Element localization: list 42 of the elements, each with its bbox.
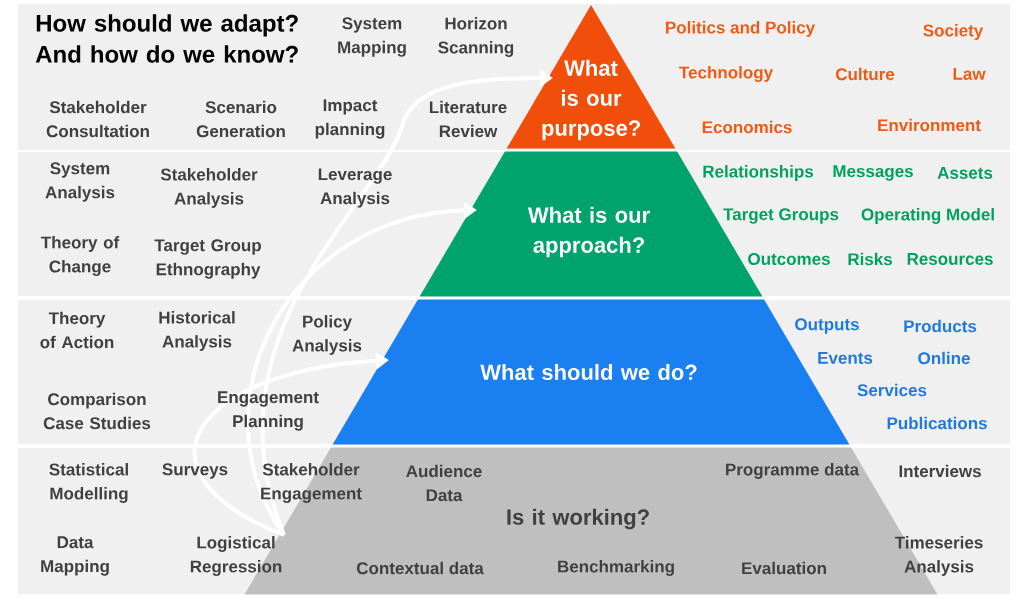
heading: How should we adapt? And how do we know? — [35, 14, 298, 63]
method-label: System Analysis — [45, 162, 115, 202]
topic-label: Economics — [702, 120, 792, 134]
topic-label: Law — [953, 68, 986, 80]
method-label: Theory of Action — [40, 311, 114, 349]
topic-label: Technology — [679, 66, 773, 82]
method-label: Target Group Ethnography — [154, 239, 261, 279]
method-label: Data Mapping — [41, 536, 109, 576]
method-label: Evaluation — [742, 561, 826, 575]
method-label: Logistical Regression — [190, 536, 282, 576]
topic-label: Operating Model — [861, 208, 994, 224]
topic-label: Products — [904, 319, 977, 333]
method-label: Stakeholder Consultation — [46, 100, 149, 138]
topic-label: Publications — [887, 416, 987, 430]
topic-label: Risks — [848, 252, 892, 266]
topic-label: Messages — [833, 165, 913, 181]
method-label: Interviews — [899, 464, 981, 478]
topic-label: Online — [918, 351, 970, 365]
topic-label: Culture — [835, 67, 895, 81]
method-label: Leverage Analysis — [318, 168, 392, 208]
method-label: Impact planning — [315, 99, 385, 139]
method-label: Stakeholder Analysis — [160, 168, 258, 208]
topic-label: Environment — [878, 118, 981, 132]
method-label: Audience Data — [406, 464, 482, 502]
topic-label: Society — [923, 24, 984, 40]
topic-label: Resources — [907, 253, 993, 265]
method-label: Comparison Case Studies — [43, 392, 151, 430]
method-label: Literature Review — [429, 100, 507, 138]
topic-label: Services — [857, 383, 927, 397]
method-label: Engagement Planning — [218, 391, 319, 431]
topic-label: Assets — [937, 167, 993, 179]
method-label: Stakeholder Engagement — [261, 463, 362, 503]
method-label: Contextual data — [356, 561, 484, 575]
method-label: Theory of Change — [41, 236, 120, 276]
method-label: Historical Analysis — [159, 311, 235, 351]
method-label: Programme data — [726, 463, 860, 479]
method-label: Surveys — [162, 463, 228, 479]
method-label: System Mapping — [338, 17, 406, 57]
method-label: Benchmarking — [558, 560, 674, 576]
method-label: Scenario Generation — [196, 100, 285, 138]
method-label: Statistical Modelling — [49, 463, 128, 503]
method-label: Timeseries Analysis — [894, 536, 983, 576]
